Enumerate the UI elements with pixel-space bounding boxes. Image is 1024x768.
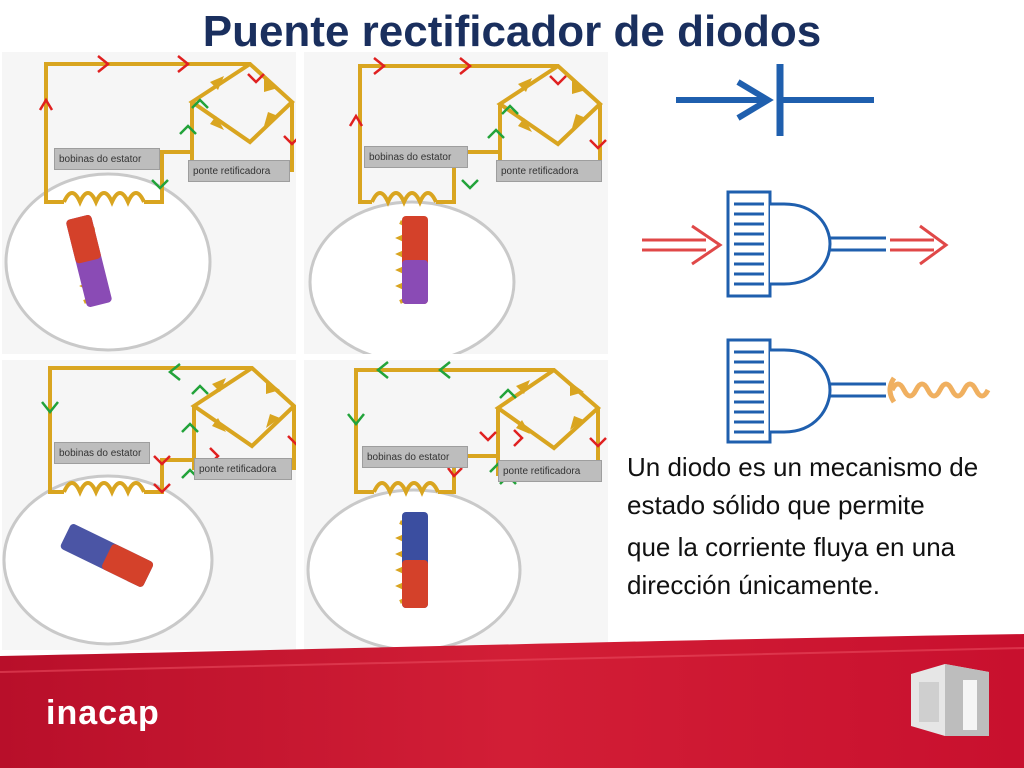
rectifier-diagram-4 <box>306 361 607 650</box>
rectifier-panel-4: bobinas do estator ponte retificadora <box>304 360 608 650</box>
diode-valve-blocked-icon <box>726 338 991 444</box>
rectifier-diagram-3 <box>2 363 296 646</box>
description-line-1: Un diodo es un mecanismo de estado sólid… <box>627 452 979 520</box>
coil-label: bobinas do estator <box>362 446 468 468</box>
coil-label: bobinas do estator <box>54 148 160 170</box>
coil-label: bobinas do estator <box>364 146 468 168</box>
slide-title: Puente rectificador de diodos <box>202 7 822 56</box>
rectifier-panel-1: bobinas do estator ponte retificadora <box>2 52 296 354</box>
footer-band <box>0 634 1024 768</box>
brand-wordmark: inacap <box>46 694 160 732</box>
diode-symbol-icon <box>676 64 874 136</box>
bridge-label: ponte retificadora <box>498 460 602 482</box>
bridge-label: ponte retificadora <box>188 160 290 182</box>
inacap-logo-icon <box>911 664 989 736</box>
diode-valve-flow-icon <box>642 190 949 298</box>
rectifier-diagram-2 <box>308 57 607 354</box>
bridge-label: ponte retificadora <box>194 458 292 480</box>
coil-label: bobinas do estator <box>54 442 150 464</box>
rectifier-panel-2: bobinas do estator ponte retificadora <box>304 52 608 354</box>
rectifier-panel-3: bobinas do estator ponte retificadora <box>2 360 296 650</box>
description-line-2: que la corriente fluya en una dirección … <box>627 532 956 600</box>
diode-description: Un diodo es un mecanismo de estado sólid… <box>627 448 1007 604</box>
bridge-label: ponte retificadora <box>496 160 602 182</box>
rectifier-diagram-1 <box>4 55 296 352</box>
